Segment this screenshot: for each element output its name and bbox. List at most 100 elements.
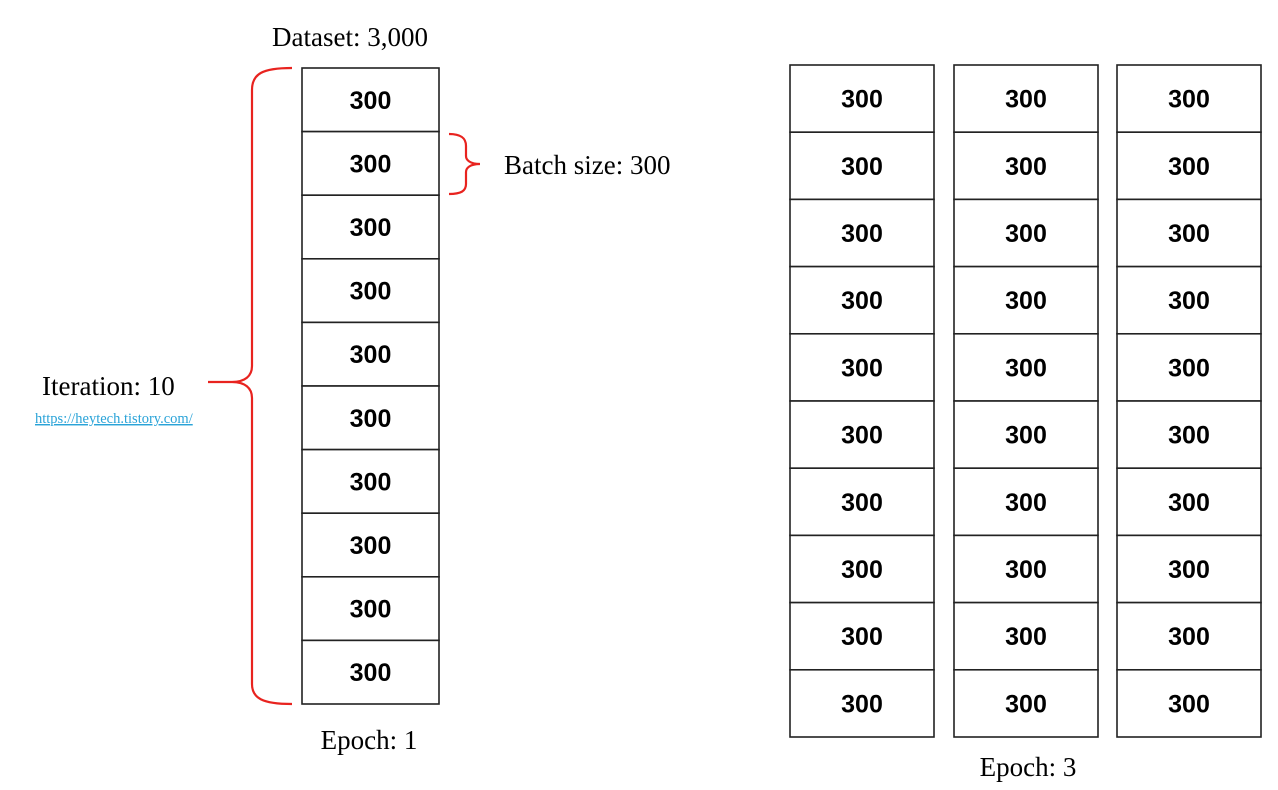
batch-size-value: 300: [350, 468, 392, 496]
batch-size-value: 300: [350, 659, 392, 687]
batch-cell-box: [1116, 131, 1262, 201]
batch-cell-box: [301, 257, 440, 324]
epoch-1-batch-cell: 300: [301, 448, 440, 515]
batch-size-value: 300: [350, 341, 392, 369]
batch-cell-box: [1116, 534, 1262, 604]
batch-cell-box: [789, 601, 935, 671]
batch-size-value: 300: [1005, 556, 1047, 584]
epoch-3-col-1-batch-cell: 300: [789, 534, 935, 604]
batch-cell-box: [953, 534, 1099, 604]
batch-cell-box: [953, 131, 1099, 201]
batch-size-value: 300: [841, 690, 883, 718]
epoch-3-col-3-batch-cell: 300: [1116, 601, 1262, 671]
batch-size-value: 300: [1168, 86, 1210, 114]
batch-cell-box: [953, 332, 1099, 402]
batch-size-brace: [448, 132, 481, 196]
epoch-3-col-2-batch-cell: 300: [953, 131, 1099, 201]
epoch-3-column-1: 300 300 300 300 300 300 300 300 300 300: [789, 64, 935, 738]
epoch-3-col-1-batch-cell: 300: [789, 131, 935, 201]
epoch-3-col-2-batch-cell: 300: [953, 332, 1099, 402]
batch-size-value: 300: [841, 489, 883, 517]
epoch-3-label: Epoch: 3: [980, 752, 1077, 782]
batch-cell-box: [1116, 467, 1262, 537]
epoch-3-col-1-batch-cell: 300: [789, 467, 935, 537]
batch-cell-box: [789, 265, 935, 335]
epoch-3-col-2-batch-cell: 300: [953, 534, 1099, 604]
batch-size-value: 300: [350, 596, 392, 624]
iteration-brace: [231, 66, 293, 706]
batch-cell-box: [789, 534, 935, 604]
epoch-1-batch-cell: 300: [301, 639, 440, 705]
batch-size-value: 300: [1005, 86, 1047, 114]
epoch-1-batch-cell: 300: [301, 67, 440, 133]
batch-size-value: 300: [1168, 354, 1210, 382]
batch-size-value: 300: [1168, 220, 1210, 248]
epoch-3-col-1-batch-cell: 300: [789, 601, 935, 671]
epoch-1-batch-cell: 300: [301, 194, 440, 260]
epoch-1-label: Epoch: 1: [321, 725, 418, 755]
epoch-3-col-2-batch-cell: 300: [953, 198, 1099, 268]
batch-cell-box: [789, 668, 935, 738]
epoch-3-col-1-batch-cell: 300: [789, 332, 935, 402]
epoch-3-col-3-batch-cell: 300: [1116, 64, 1262, 133]
batch-size-value: 300: [350, 405, 392, 433]
batch-size-value: 300: [1005, 690, 1047, 718]
batch-size-label: Batch size: 300: [504, 150, 670, 180]
batch-size-value: 300: [841, 354, 883, 382]
batch-cell-box: [1116, 64, 1262, 133]
batch-size-value: 300: [1168, 690, 1210, 718]
batch-cell-box: [953, 601, 1099, 671]
batch-cell-box: [1116, 601, 1262, 671]
batch-cell-box: [789, 131, 935, 201]
batch-cell-box: [301, 194, 440, 260]
epoch-3-col-2-batch-cell: 300: [953, 467, 1099, 537]
batch-cell-box: [301, 639, 440, 705]
epoch-1-column: 300 300 300 300 300 300 300 300 300 300: [301, 67, 440, 705]
epoch-1-batch-cell: 300: [301, 512, 440, 578]
dataset-label: Dataset: 3,000: [272, 22, 428, 52]
batch-cell-box: [789, 64, 935, 133]
epoch-1-batch-cell: 300: [301, 575, 440, 642]
epoch-3-col-1-batch-cell: 300: [789, 64, 935, 133]
batch-size-value: 300: [841, 153, 883, 181]
batch-cell-box: [1116, 668, 1262, 738]
epoch-1-batch-cell: 300: [301, 257, 440, 324]
batch-size-value: 300: [1005, 220, 1047, 248]
batch-size-value: 300: [841, 287, 883, 315]
batch-cell-box: [301, 385, 440, 451]
epoch-3-grid: 3003003003003003003003003003003003003003…: [789, 64, 1262, 738]
batch-size-value: 300: [1005, 153, 1047, 181]
epoch-1-batch-cell: 300: [301, 130, 440, 197]
batch-size-value: 300: [350, 532, 392, 560]
batch-size-value: 300: [1168, 556, 1210, 584]
epoch-3-col-3-batch-cell: 300: [1116, 467, 1262, 537]
batch-size-value: 300: [841, 623, 883, 651]
batch-size-value: 300: [350, 87, 392, 115]
batch-size-value: 300: [1005, 623, 1047, 651]
batch-cell-box: [301, 512, 440, 578]
epoch-3-col-2-batch-cell: 300: [953, 265, 1099, 335]
epoch-3-col-1-batch-cell: 300: [789, 198, 935, 268]
batch-cell-box: [953, 467, 1099, 537]
epoch-3-col-1-batch-cell: 300: [789, 400, 935, 469]
batch-cell-box: [301, 67, 440, 133]
epoch-3-col-2-batch-cell: 300: [953, 64, 1099, 133]
batch-cell-box: [1116, 265, 1262, 335]
batch-size-value: 300: [350, 150, 392, 178]
batch-size-value: 300: [350, 278, 392, 306]
source-link[interactable]: https://heytech.tistory.com/: [35, 411, 194, 427]
batch-size-value: 300: [1168, 422, 1210, 450]
epoch-3-col-3-batch-cell: 300: [1116, 668, 1262, 738]
batch-cell-box: [953, 265, 1099, 335]
epoch-3-col-3-batch-cell: 300: [1116, 265, 1262, 335]
epoch-3-col-3-batch-cell: 300: [1116, 198, 1262, 268]
epoch-1-batch-cell: 300: [301, 385, 440, 451]
epoch-3-col-2-batch-cell: 300: [953, 400, 1099, 469]
epoch-3-col-1-batch-cell: 300: [789, 265, 935, 335]
batch-cell-box: [953, 668, 1099, 738]
batch-size-value: 300: [1005, 489, 1047, 517]
batch-size-value: 300: [841, 556, 883, 584]
